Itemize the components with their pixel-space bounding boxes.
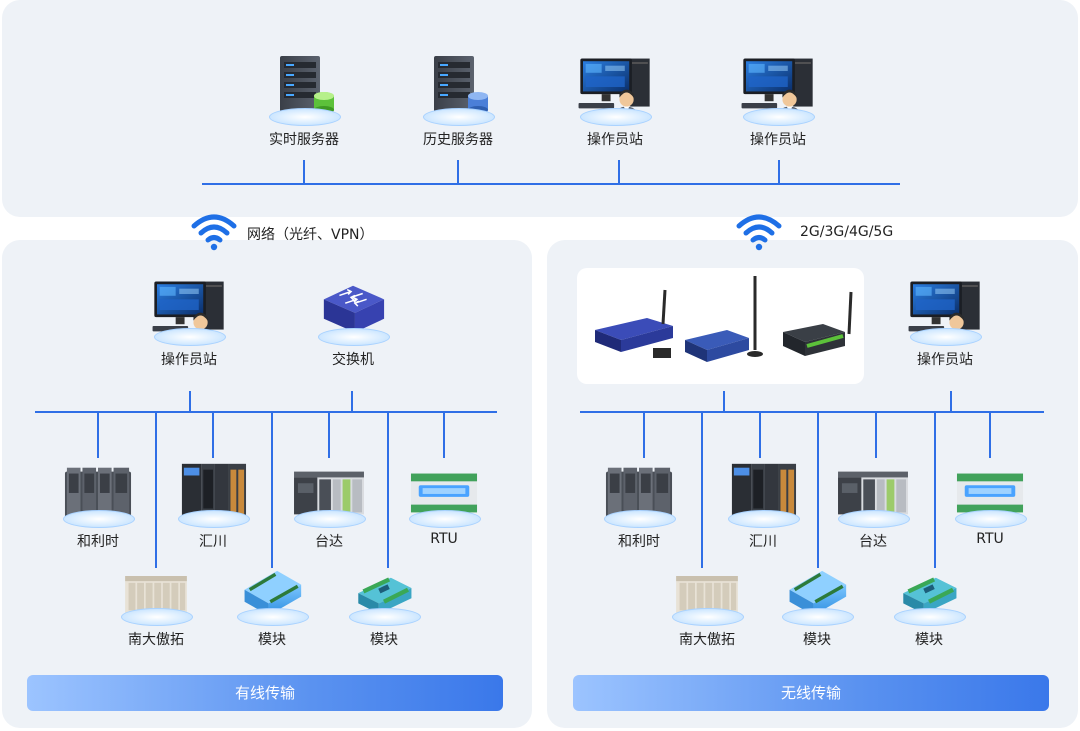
- right-drop-line: [934, 412, 936, 568]
- realtime-server: 实时服务器: [249, 52, 359, 149]
- control-center-panel: [2, 0, 1078, 217]
- device-label: 操作员站: [917, 352, 973, 368]
- plc-device: 南大傲拓: [101, 564, 211, 649]
- top-drop-line: [457, 160, 459, 184]
- top-drop-line: [618, 160, 620, 184]
- right-drop-line: [950, 391, 952, 412]
- left-drop-line: [189, 391, 191, 412]
- device-label: 和利时: [77, 534, 119, 550]
- top-drop-line: [778, 160, 780, 184]
- device-label: 汇川: [749, 534, 777, 550]
- device-label: RTU: [430, 531, 458, 547]
- left-drop-line: [328, 412, 330, 458]
- plc-device: 台达: [818, 458, 928, 551]
- device-label: 模块: [803, 632, 831, 648]
- io-module: 模块: [762, 564, 872, 649]
- device-label: 实时服务器: [269, 132, 339, 148]
- rtu-device: RTU: [935, 458, 1045, 547]
- wireless-transmission-banner: 无线传输: [573, 675, 1049, 711]
- device-label: 模块: [915, 632, 943, 648]
- device-label: 操作员站: [750, 132, 806, 148]
- device-label: 台达: [859, 534, 887, 550]
- left-drop-line: [351, 391, 353, 412]
- io-module: 模块: [874, 564, 984, 649]
- right-drop-line: [759, 412, 761, 458]
- device-label: 南大傲拓: [679, 632, 735, 648]
- left-drop-line: [443, 412, 445, 458]
- plc-device: 台达: [274, 458, 384, 551]
- left-drop-line: [387, 412, 389, 568]
- operator-station: 操作员站: [134, 276, 244, 369]
- device-label: 操作员站: [161, 352, 217, 368]
- device-label: 和利时: [618, 534, 660, 550]
- io-module: 模块: [217, 564, 327, 649]
- right-drop-line: [989, 412, 991, 458]
- device-label: 南大傲拓: [128, 632, 184, 648]
- plc-device: 和利时: [43, 458, 153, 551]
- plc-device: 和利时: [584, 458, 694, 551]
- network-switch: 交换机: [298, 276, 408, 369]
- device-label: 模块: [370, 632, 398, 648]
- wifi-icon: [190, 210, 238, 252]
- rtu-device: RTU: [389, 458, 499, 547]
- device-label: 交换机: [332, 352, 374, 368]
- top-network-bus: [202, 183, 900, 185]
- device-label: 模块: [258, 632, 286, 648]
- right-drop-line: [875, 412, 877, 458]
- top-drop-line: [303, 160, 305, 184]
- left-drop-line: [212, 412, 214, 458]
- right-drop-line: [817, 412, 819, 568]
- left-drop-line: [155, 412, 157, 568]
- device-label: 操作员站: [587, 132, 643, 148]
- wireless-gateway-icon: [595, 276, 853, 362]
- device-label: 汇川: [199, 534, 227, 550]
- plc-device: 南大傲拓: [652, 564, 762, 649]
- right-drop-line: [723, 391, 725, 412]
- plc-device: 汇川: [158, 458, 268, 551]
- device-label: RTU: [976, 531, 1004, 547]
- history-server: 历史服务器: [403, 52, 513, 149]
- left-drop-line: [271, 412, 273, 568]
- io-module: 模块: [329, 564, 439, 649]
- wireless-gateways-box: [577, 268, 864, 384]
- right-field-bus: [580, 411, 1044, 413]
- wired-transmission-banner: 有线传输: [27, 675, 503, 711]
- plc-device: 汇川: [708, 458, 818, 551]
- operator-station: 操作员站: [890, 276, 1000, 369]
- operator-station: 操作员站: [723, 52, 833, 149]
- wired-link-caption: 网络（光纤、VPN）: [247, 227, 374, 243]
- device-label: 台达: [315, 534, 343, 550]
- left-field-bus: [35, 411, 497, 413]
- right-drop-line: [643, 412, 645, 458]
- wireless-link-caption: 2G/3G/4G/5G: [800, 224, 894, 240]
- device-label: 历史服务器: [423, 132, 493, 148]
- left-drop-line: [97, 412, 99, 458]
- right-drop-line: [701, 412, 703, 568]
- wifi-icon: [735, 210, 783, 252]
- operator-station: 操作员站: [560, 52, 670, 149]
